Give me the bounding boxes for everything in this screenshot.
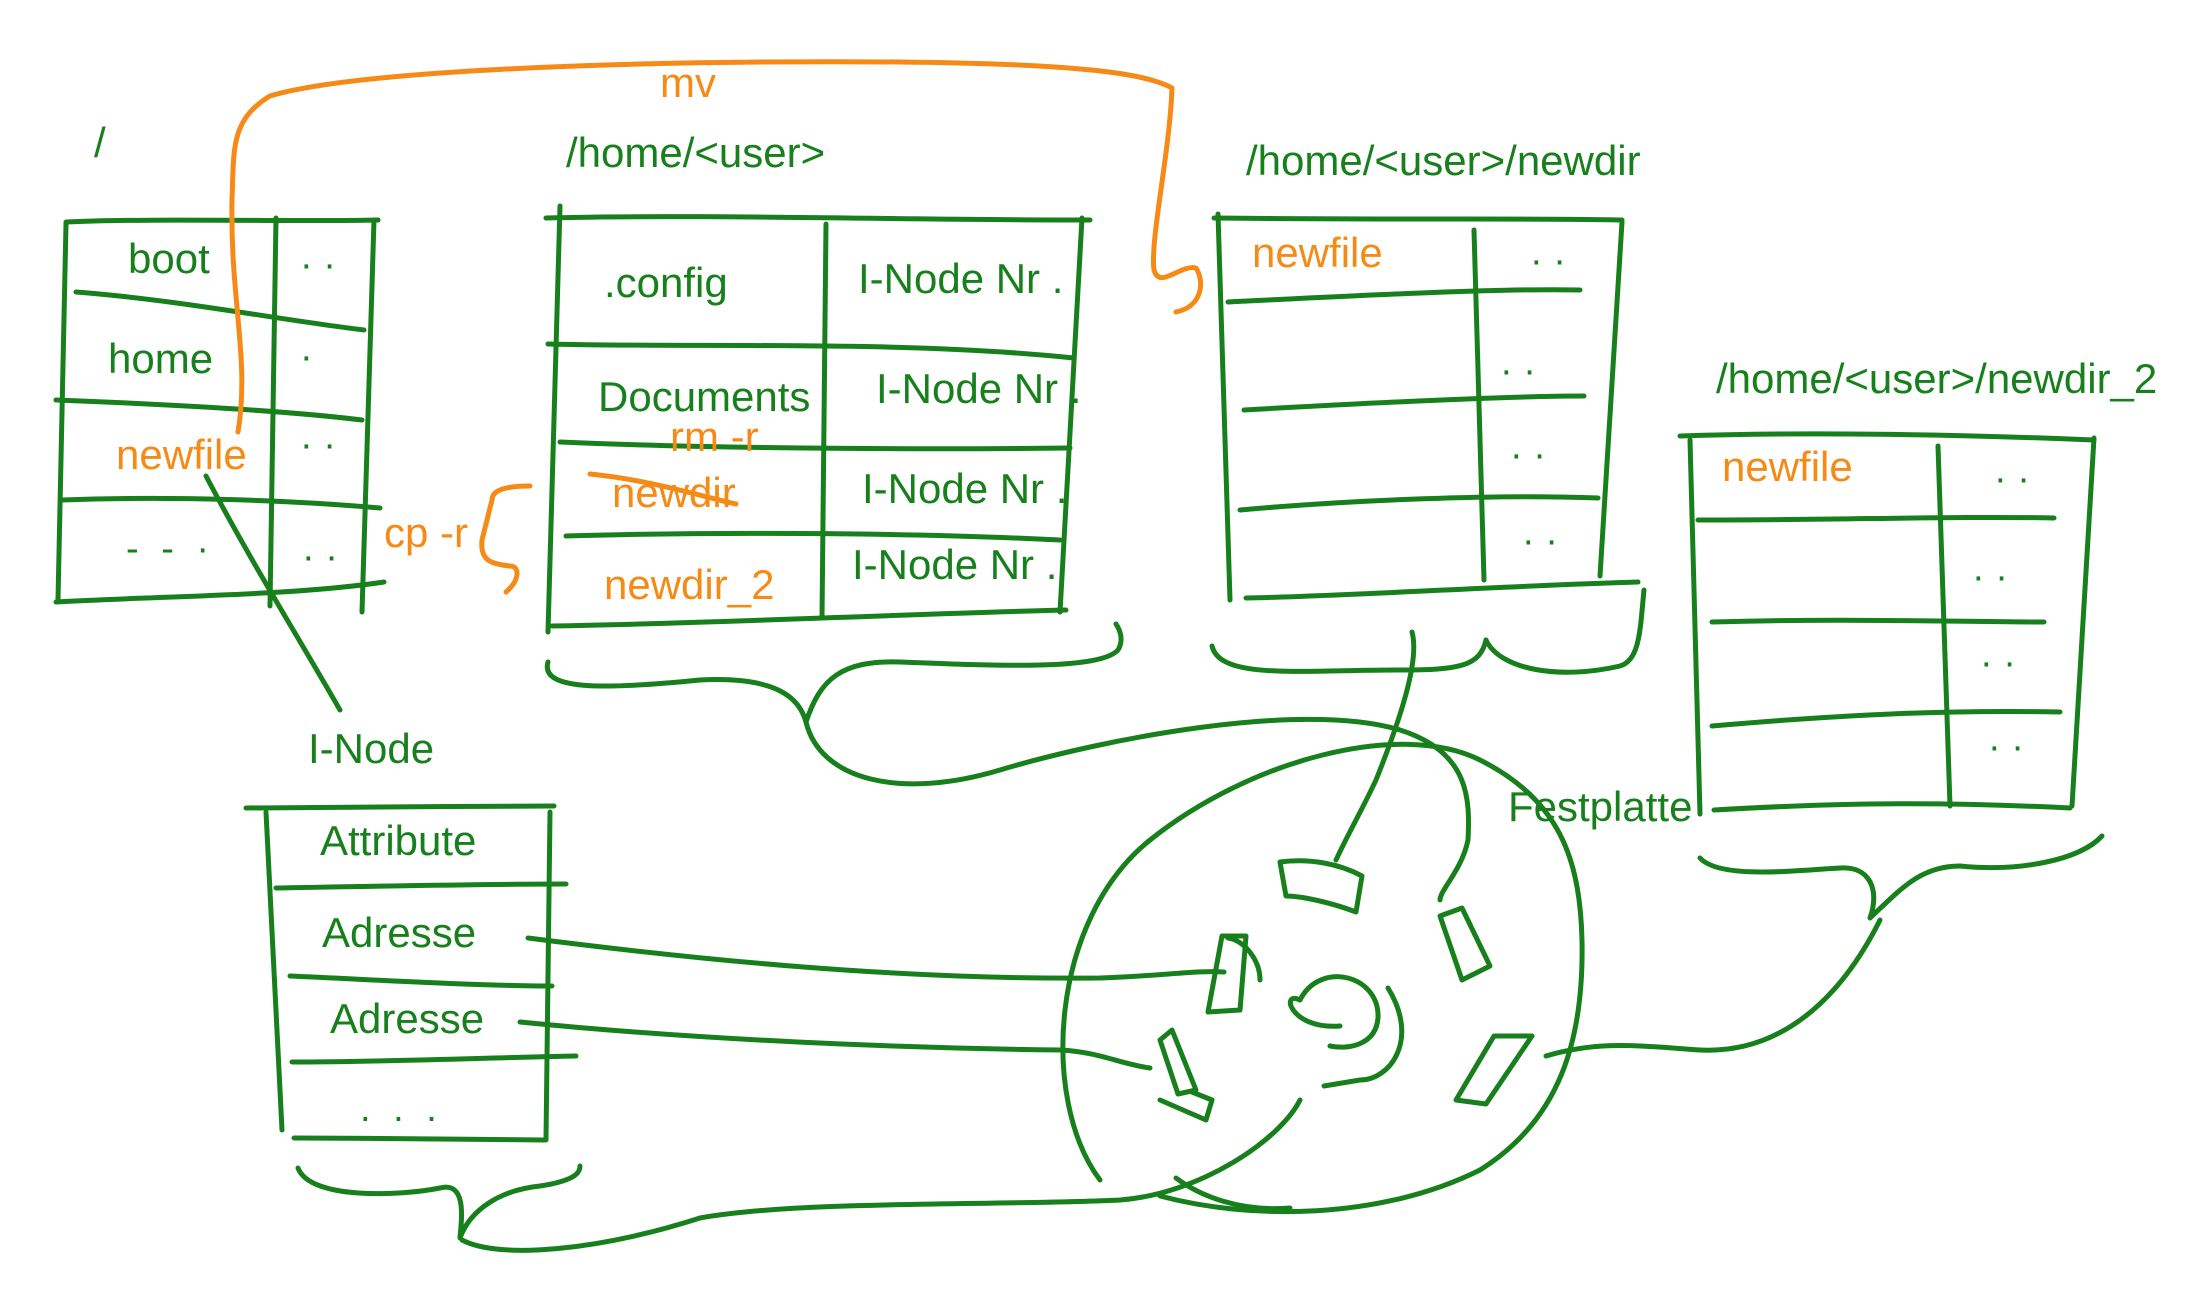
root-entry-newfile: newfile <box>116 431 247 478</box>
home-to-disk-link <box>803 716 1472 903</box>
root-ref-home: · <box>300 336 313 378</box>
newdir2-ref-3: · · <box>1980 642 2016 684</box>
newdir2-table <box>1677 431 2105 921</box>
home-dir-title: /home/<user> <box>566 129 826 176</box>
root-entry-more: - - · <box>126 528 216 570</box>
home-dir-table <box>543 203 1124 725</box>
sector <box>1277 858 1365 915</box>
root-dir-title: / <box>94 119 106 166</box>
inode-field-adresse-2: Adresse <box>330 995 485 1042</box>
newdir2-to-disk-link <box>1543 917 1883 1059</box>
adresse1-link <box>525 935 1227 981</box>
home-entry-documents: Documents <box>598 373 811 420</box>
newdir-entry-newfile: newfile <box>1252 229 1383 276</box>
newdir-ref-2: · · <box>1500 350 1536 392</box>
root-entry-home: home <box>108 335 214 382</box>
adresse2-link <box>517 1019 1153 1071</box>
mv-arrow <box>229 59 1204 435</box>
disk-label: Festplatte <box>1508 783 1693 830</box>
newdir2-ref-4: · · <box>1988 726 2024 768</box>
home-ref-newdir2: I-Node Nr . <box>852 541 1058 588</box>
newdir2-ref-1: · · <box>1994 458 2030 500</box>
hard-disk <box>1060 741 1585 1215</box>
newdir-ref-1: · · <box>1530 240 1566 282</box>
home-ref-documents: I-Node Nr . <box>876 365 1082 412</box>
newdir-to-disk-link <box>1333 629 1417 863</box>
newdir2-ref-2: · · <box>1972 556 2008 598</box>
root-ref-boot: · · <box>300 244 336 286</box>
inode-field-attribute: Attribute <box>320 817 477 864</box>
home-entry-config: .config <box>604 259 728 306</box>
home-entry-newdir: newdir <box>612 469 736 516</box>
root-dir-table <box>53 215 387 615</box>
mv-label: mv <box>660 59 716 106</box>
newdir-table <box>1209 211 1647 675</box>
inode-to-disk-link <box>459 1097 1303 1253</box>
home-entry-newdir2: newdir_2 <box>604 561 775 608</box>
cp-label: cp -r <box>384 509 468 556</box>
newdir-ref-4: · · <box>1522 520 1558 562</box>
root-ref-newfile: · · <box>300 424 336 466</box>
inode-table <box>243 803 583 1241</box>
newdir-strike <box>587 471 739 507</box>
inode-field-adresse-1: Adresse <box>322 909 477 956</box>
home-ref-config: I-Node Nr . <box>858 255 1064 302</box>
inode-label: I-Node <box>308 725 435 772</box>
root-entry-boot: boot <box>128 235 210 282</box>
inode-field-more: . . . <box>360 1088 443 1130</box>
newdir2-title: /home/<user>/newdir_2 <box>1716 355 2158 402</box>
rm-label: rm -r <box>670 413 759 460</box>
newdir-ref-3: · · <box>1510 434 1546 476</box>
newdir-title: /home/<user>/newdir <box>1246 137 1641 184</box>
home-ref-newdir: I-Node Nr . <box>862 465 1068 512</box>
root-ref-more: · · <box>302 536 338 578</box>
newdir2-entry-newfile: newfile <box>1722 443 1853 490</box>
cp-bracket <box>479 483 533 595</box>
root-to-inode-line <box>203 473 343 713</box>
